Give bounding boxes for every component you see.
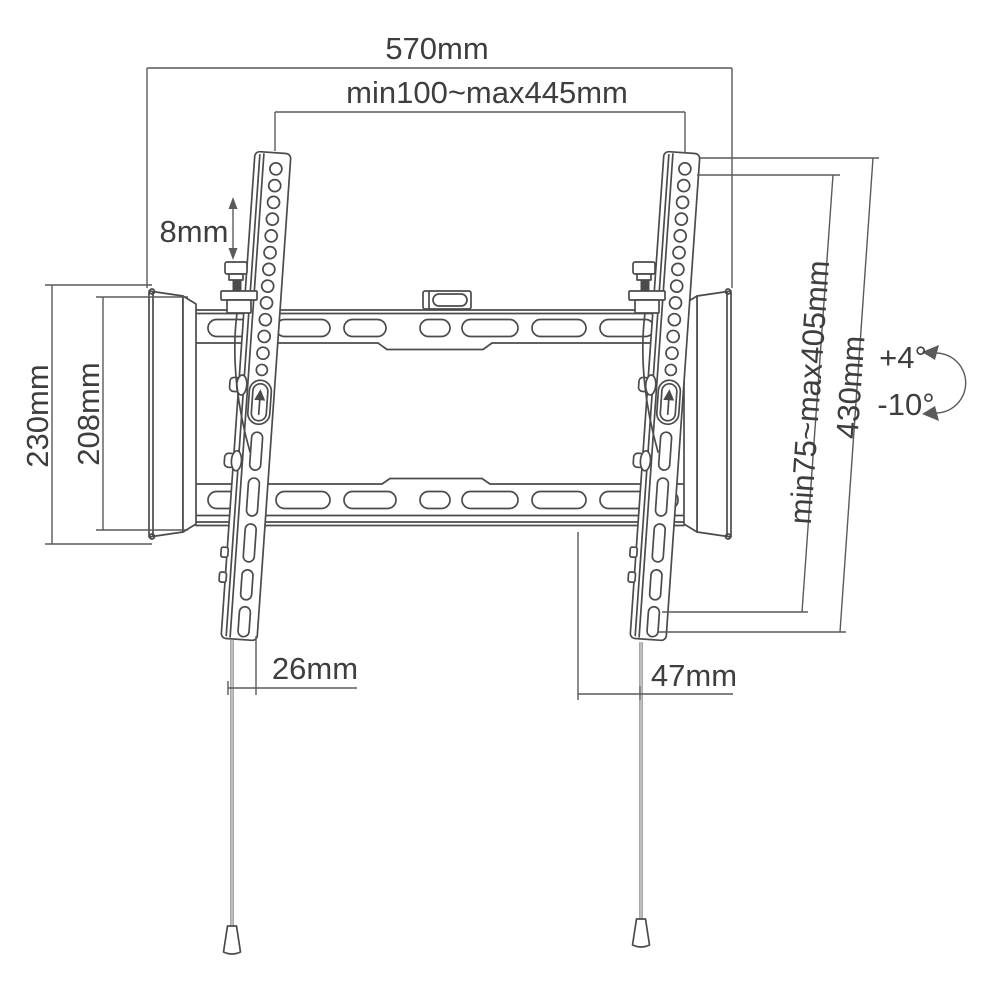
wall-plate-bottom-slots [207,490,679,510]
left-pull-tab [222,925,242,955]
dim-bracket-length-label: 430mm [829,334,871,440]
wall-plate-left-end-cap [148,288,197,540]
dim-top-width-label: 570mm [385,31,488,66]
tilt-up-label: +4° [879,340,927,375]
bubble-level [422,290,472,310]
right-pull-tab [631,918,651,948]
dim-plate-height-inner-label: 208mm [71,362,106,465]
wall-plate-top-contour [195,342,685,351]
dim-vesa-vertical-label: min75~max405mm [783,259,836,525]
dimension-lines [45,67,967,700]
wall-plate-bottom-contour [195,477,685,485]
right-pull-cord [631,642,651,948]
dim-height-adjust-label: 8mm [160,214,229,249]
left-pull-cord [222,640,242,955]
dim-bottom-offset-right-label: 47mm [651,658,737,693]
wall-plate-right-end-cap [683,288,732,540]
tilt-down-label: -10° [877,387,934,422]
tilt-arc [922,345,967,421]
dim-plate-height-outer-label: 230mm [20,364,55,467]
dim-bottom-offset-left-label: 26mm [272,651,358,686]
dim-vesa-horizontal-label: min100~max445mm [346,75,628,110]
